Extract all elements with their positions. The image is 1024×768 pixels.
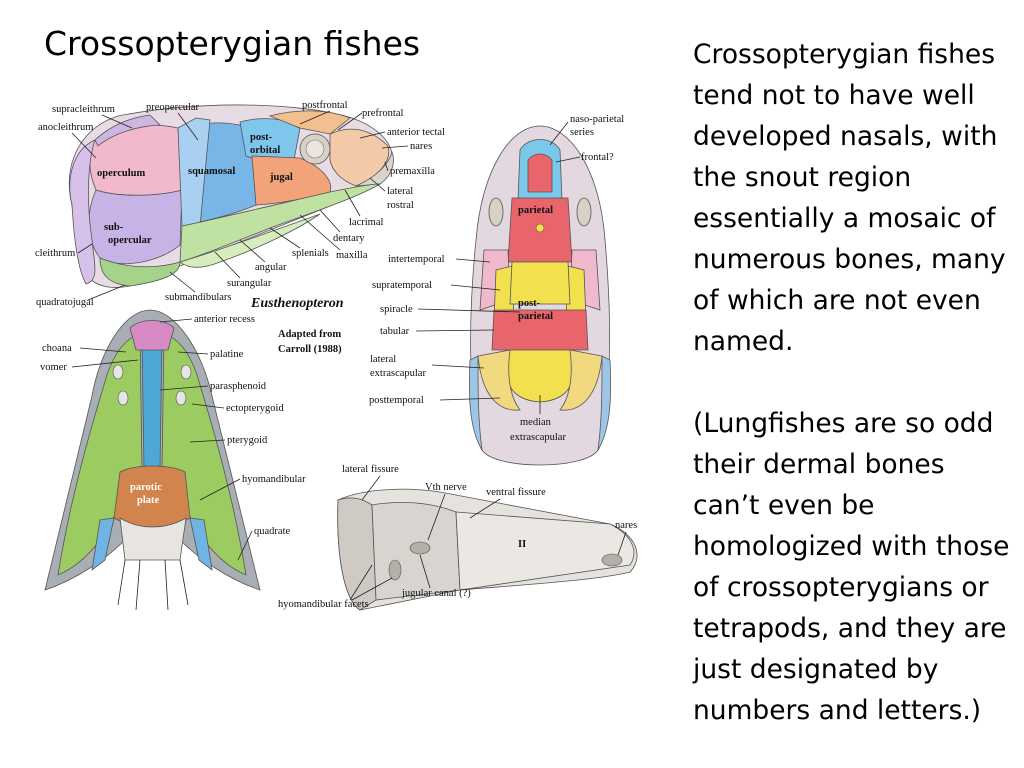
svg-text:squamosal: squamosal [188, 166, 235, 177]
svg-text:nares: nares [410, 141, 432, 152]
lateral-skull-view [68, 104, 394, 288]
dorsal-skull-view [468, 125, 612, 466]
svg-text:extrascapular: extrascapular [510, 432, 566, 443]
svg-text:anterior tectal: anterior tectal [387, 127, 445, 138]
parasphenoid-bone [141, 339, 163, 471]
svg-text:ventral fissure: ventral fissure [486, 487, 546, 498]
svg-text:prefrontal: prefrontal [362, 108, 403, 119]
svg-text:posttemporal: posttemporal [369, 395, 424, 406]
braincase-view [337, 488, 638, 611]
svg-text:Carroll (1988): Carroll (1988) [278, 344, 342, 355]
svg-text:series: series [570, 127, 594, 138]
svg-text:quadratojugal: quadratojugal [36, 297, 94, 308]
svg-text:lateral: lateral [370, 354, 396, 365]
svg-text:supratemporal: supratemporal [372, 280, 432, 291]
svg-text:intertemporal: intertemporal [388, 254, 445, 265]
svg-text:lateral fissure: lateral fissure [342, 464, 399, 475]
svg-text:dentary: dentary [333, 233, 365, 244]
svg-text:splenials: splenials [292, 248, 329, 259]
skull-diagram-figure: supracleithrum preopercular postfrontal … [35, 100, 638, 611]
svg-text:surangular: surangular [227, 278, 272, 289]
lateral-labels: supracleithrum preopercular postfrontal … [35, 100, 445, 355]
svg-text:choana: choana [42, 343, 72, 354]
svg-text:hyomandibular: hyomandibular [242, 474, 306, 485]
svg-text:maxilla: maxilla [336, 250, 368, 261]
svg-text:frontal?: frontal? [581, 152, 614, 163]
subopercular-bone [88, 189, 183, 265]
lower-jaw [179, 183, 382, 263]
svg-text:supracleithrum: supracleithrum [52, 104, 115, 115]
svg-text:cleithrum: cleithrum [35, 248, 75, 259]
svg-text:palatine: palatine [210, 349, 244, 360]
svg-text:vomer: vomer [40, 362, 67, 373]
svg-text:anocleithrum: anocleithrum [38, 122, 93, 133]
svg-text:angular: angular [255, 262, 287, 273]
svg-text:lacrimal: lacrimal [349, 217, 383, 228]
svg-text:parietal: parietal [518, 205, 553, 216]
svg-text:spiracle: spiracle [380, 304, 413, 315]
svg-text:pterygoid: pterygoid [227, 435, 268, 446]
svg-text:nares: nares [615, 520, 637, 531]
braincase-labels: lateral fissure Vth nerve ventral fissur… [278, 464, 637, 610]
svg-text:jugular canal (?): jugular canal (?) [401, 588, 471, 599]
slide-title: Crossopterygian fishes [44, 24, 421, 63]
svg-text:submandibulars: submandibulars [165, 292, 232, 303]
svg-text:parasphenoid: parasphenoid [210, 381, 267, 392]
dorsal-labels: naso-parietal series frontal? parietal i… [369, 114, 624, 443]
svg-text:post-: post- [518, 298, 541, 309]
svg-text:opercular: opercular [108, 235, 152, 246]
postparietal-bone [509, 261, 571, 305]
svg-text:jugal: jugal [269, 172, 293, 183]
svg-text:preopercular: preopercular [146, 102, 200, 113]
svg-text:II: II [518, 539, 526, 550]
svg-text:parietal: parietal [518, 311, 553, 322]
svg-text:hyomandibular facets: hyomandibular facets [278, 599, 369, 610]
svg-text:median: median [520, 417, 552, 428]
svg-text:Adapted from: Adapted from [278, 329, 341, 340]
svg-text:Vth nerve: Vth nerve [425, 482, 467, 493]
svg-text:postfrontal: postfrontal [302, 100, 348, 111]
cleithrum-bone [69, 139, 96, 285]
paragraph-crossopterygian: Crossopterygian fishes tend not to have … [693, 39, 1006, 357]
svg-text:quadrate: quadrate [254, 526, 290, 537]
palatal-labels: anterior recess choana vomer palatine pa… [40, 314, 306, 561]
svg-text:post-: post- [250, 132, 273, 143]
svg-text:ectopterygoid: ectopterygoid [226, 403, 284, 414]
svg-text:anterior recess: anterior recess [194, 314, 255, 325]
svg-text:extrascapular: extrascapular [370, 368, 426, 379]
svg-text:naso-parietal: naso-parietal [570, 114, 624, 125]
svg-text:plate: plate [137, 495, 160, 506]
svg-text:operculum: operculum [97, 168, 145, 179]
svg-text:Eusthenopteron: Eusthenopteron [250, 296, 344, 311]
slide-body-text: Crossopterygian fishes tend not to have … [693, 34, 1018, 731]
svg-text:sub-: sub- [104, 222, 124, 233]
svg-text:orbital: orbital [250, 145, 280, 156]
svg-text:premaxilla: premaxilla [390, 166, 435, 177]
palatal-view [44, 309, 261, 611]
svg-text:parotic: parotic [130, 482, 162, 493]
paragraph-lungfishes: (Lungfishes are so odd their dermal bone… [693, 408, 1010, 726]
svg-text:tabular: tabular [380, 326, 410, 337]
svg-text:rostral: rostral [387, 200, 414, 211]
svg-text:lateral: lateral [387, 186, 413, 197]
